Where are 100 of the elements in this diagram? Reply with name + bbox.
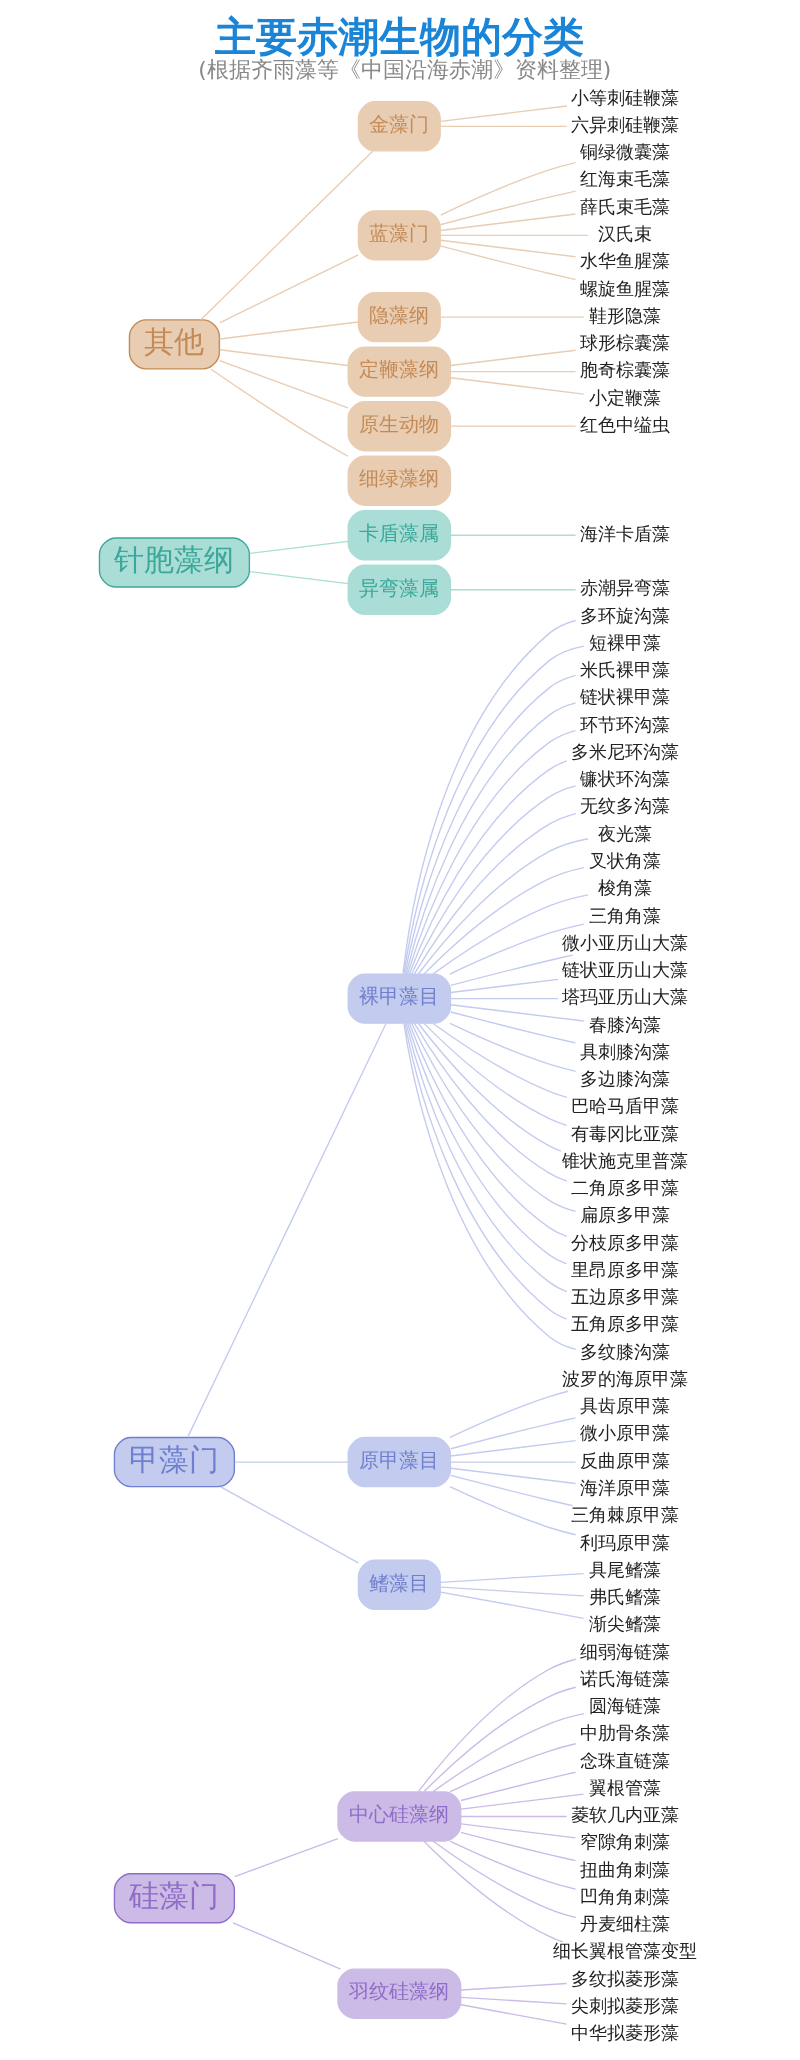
- connector: [450, 377, 585, 395]
- node-text: 铜绿微囊藻: [579, 142, 670, 163]
- node-box: 羽纹硅藻纲: [337, 1968, 462, 2019]
- connector: [460, 1815, 568, 1818]
- connector: [187, 1023, 387, 1438]
- node-text: 塔玛亚历山大藻: [561, 987, 688, 1008]
- connector: [219, 359, 349, 409]
- node-text: 凹角角刺藻: [579, 1886, 670, 1907]
- connector: [460, 1771, 577, 1802]
- node-text: 具齿原甲藻: [579, 1396, 670, 1417]
- node-text: 翼根管藻: [588, 1777, 661, 1798]
- node-text: 五边原多甲藻: [570, 1287, 679, 1308]
- connector: [423, 1840, 564, 1943]
- connector: [450, 978, 559, 994]
- node-box: 卡盾藻属: [347, 510, 452, 561]
- connector: [219, 321, 359, 340]
- connector: [439, 105, 568, 123]
- connector: [423, 1686, 577, 1793]
- node-text: 菱软几内亚藻: [570, 1805, 679, 1826]
- node-text: 链状裸甲藻: [579, 687, 670, 708]
- connector: [200, 150, 374, 321]
- node-text: 扭曲角刺藻: [579, 1859, 670, 1880]
- connector: [432, 1840, 577, 1919]
- connector: [449, 1390, 569, 1439]
- connector: [460, 1823, 577, 1839]
- node-text: 有毒冈比亚藻: [570, 1123, 679, 1144]
- connector: [439, 125, 568, 127]
- node-text: 夜光藻: [597, 823, 652, 844]
- node-text: 梭角藻: [597, 878, 652, 899]
- node-text: 六异刺硅鞭藻: [570, 114, 679, 135]
- node-text: 链状亚历山大藻: [561, 960, 688, 981]
- connector: [410, 785, 577, 975]
- node-text: 多边膝沟藻: [579, 1069, 670, 1090]
- connector: [449, 1486, 577, 1536]
- connector: [460, 1793, 585, 1810]
- connector: [450, 1440, 577, 1457]
- node-text: 叉状角藻: [588, 850, 661, 871]
- connector: [460, 2004, 568, 2025]
- node-text: 波罗的海原甲藻: [561, 1368, 688, 1389]
- node-box: 蓝藻门: [357, 210, 441, 261]
- node-box: 细绿藻纲: [347, 455, 452, 506]
- node-text: 多纹拟菱形藻: [570, 1968, 679, 1989]
- node-box: 原生动物: [347, 400, 452, 452]
- connector: [439, 1586, 585, 1597]
- connector: [439, 190, 577, 226]
- node-text: 细弱海链藻: [579, 1641, 670, 1662]
- node-text: 渐尖鳍藻: [588, 1614, 661, 1635]
- connector: [439, 245, 577, 281]
- node-text: 具尾鳍藻: [588, 1559, 661, 1580]
- connector: [432, 1022, 568, 1099]
- node-text: 多米尼环沟藻: [570, 741, 679, 762]
- node-text: 分枝原多甲藻: [570, 1232, 679, 1253]
- connector: [417, 1022, 562, 1152]
- node-text: 细长翼根管藻变型: [552, 1941, 697, 1962]
- connector: [408, 760, 568, 975]
- node-text: 螺旋鱼腥藻: [579, 278, 670, 299]
- node-box: 硅藻门: [113, 1873, 236, 1924]
- node-text: 中肋骨条藻: [579, 1723, 670, 1744]
- connector: [439, 1591, 585, 1619]
- node-text: 扁原多甲藻: [579, 1205, 670, 1226]
- node-text: 春膝沟藻: [588, 1014, 661, 1035]
- connector: [232, 1922, 342, 1970]
- connector: [219, 349, 349, 367]
- connector: [440, 162, 577, 216]
- connector: [219, 254, 359, 324]
- node-box: 隐藻纲: [357, 291, 441, 343]
- node-text: 窄隙角刺藻: [579, 1832, 670, 1853]
- connector: [234, 1461, 349, 1463]
- node-text: 小定鞭藻: [588, 387, 661, 408]
- node-box: 其他: [128, 319, 221, 370]
- node-text: 赤潮异弯藻: [579, 578, 670, 599]
- node-box: 裸甲藻目: [347, 973, 452, 1024]
- connector: [439, 316, 585, 318]
- node-text: 无纹多沟藻: [579, 796, 670, 817]
- node-box: 原甲藻目: [347, 1436, 452, 1488]
- connector: [417, 1658, 577, 1793]
- connector: [460, 1996, 568, 2005]
- connector: [439, 239, 577, 258]
- node-text: 球形棕囊藻: [579, 333, 670, 354]
- connector: [450, 997, 559, 1000]
- connector: [450, 1011, 577, 1044]
- node-text: 念珠直链藻: [579, 1750, 670, 1771]
- node-text: 三角角藻: [588, 905, 661, 926]
- node-box: 异弯藻属: [347, 564, 452, 615]
- connector: [449, 1840, 577, 1890]
- node-text: 鞋形隐藻: [588, 305, 661, 326]
- connector: [417, 838, 589, 975]
- connector: [423, 1022, 568, 1126]
- connector: [450, 1461, 577, 1463]
- node-box: 鳍藻目: [357, 1559, 441, 1610]
- node-text: 胞奇棕囊藻: [579, 360, 670, 381]
- connector: [439, 234, 589, 237]
- connector: [450, 425, 577, 427]
- node-text: 里昂原多甲藻: [570, 1259, 679, 1280]
- node-text: 具刺膝沟藻: [579, 1041, 670, 1062]
- connector: [423, 866, 585, 975]
- node-text: 红色中缢虫: [579, 414, 670, 435]
- connector: [450, 1474, 574, 1507]
- connector: [413, 812, 577, 975]
- connector: [210, 368, 349, 457]
